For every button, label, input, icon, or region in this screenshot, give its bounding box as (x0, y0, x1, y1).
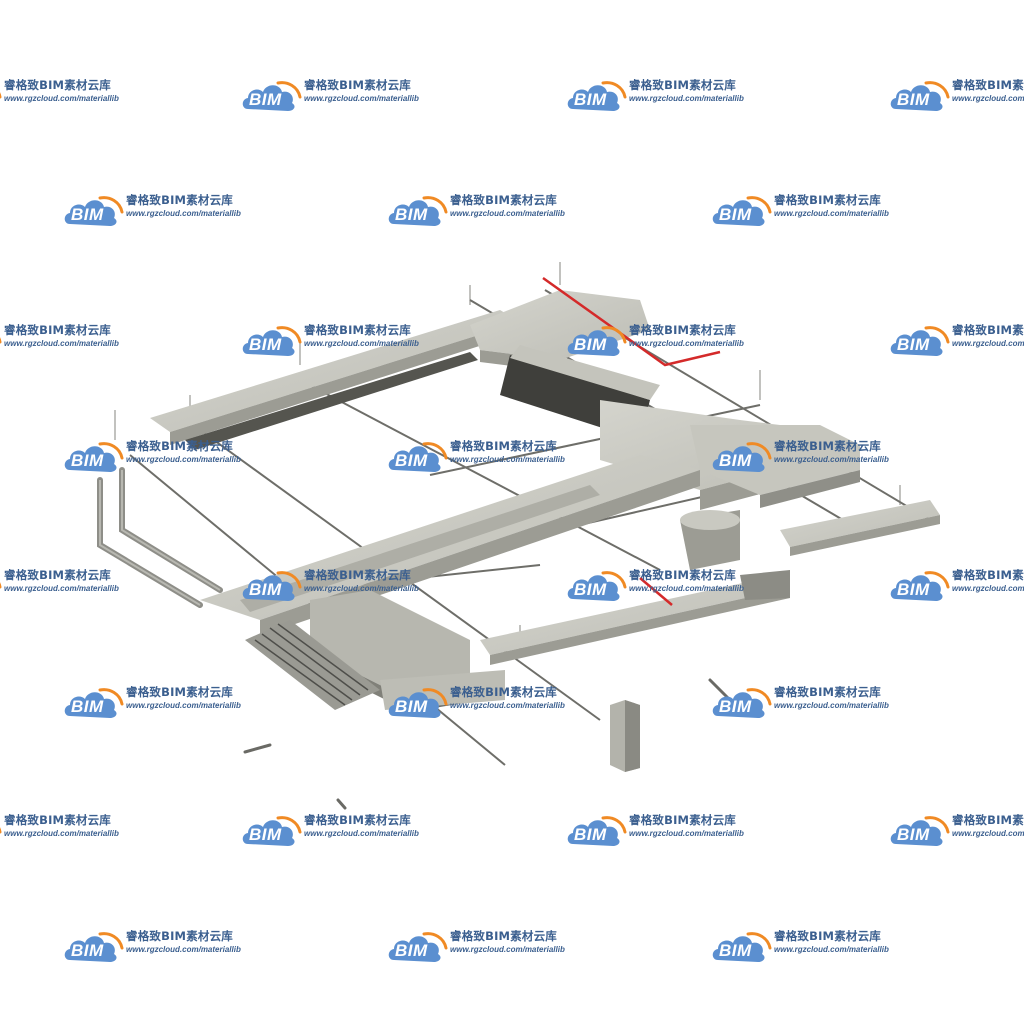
vertical-unit (610, 700, 640, 772)
red-fire-pipes (542, 276, 721, 606)
duct-south-east (480, 570, 790, 665)
main-duct-north (150, 310, 520, 450)
cable-tray-grille (245, 620, 380, 710)
vertical-risers (97, 467, 223, 608)
duct-east-far (680, 500, 940, 570)
